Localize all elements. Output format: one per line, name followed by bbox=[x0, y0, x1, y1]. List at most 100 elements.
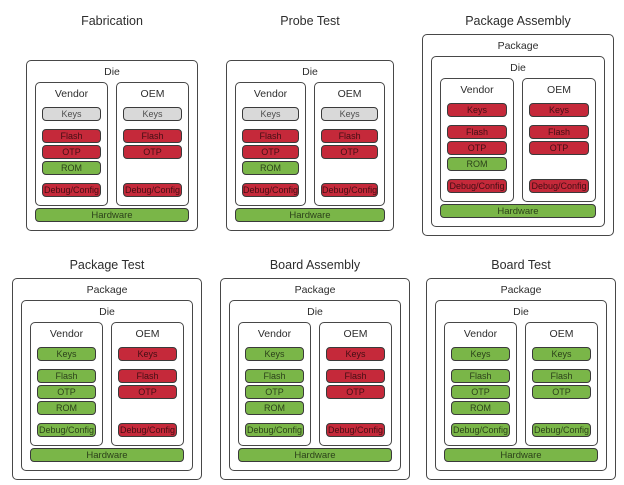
oem-label: OEM bbox=[337, 88, 362, 100]
block-keys: Keys bbox=[37, 347, 96, 361]
die-label: Die bbox=[302, 66, 318, 78]
block-flash: Flash bbox=[447, 125, 507, 139]
block-flash: Flash bbox=[118, 369, 177, 383]
memory-group: Flash OTP ROM bbox=[447, 125, 507, 171]
vendor-label: Vendor bbox=[463, 328, 498, 340]
oem-label: OEM bbox=[343, 328, 368, 340]
oem-column: OEM Keys Flash OTP Debug/Config bbox=[116, 82, 189, 206]
oem-column: OEM Keys Flash OTP Debug/Config bbox=[525, 322, 598, 446]
columns-row: Vendor Keys Flash OTP ROM Debug/Config O… bbox=[238, 322, 392, 446]
oem-label: OEM bbox=[549, 328, 574, 340]
diagram-package-test: Package Test Package Die Vendor Keys Fla… bbox=[12, 258, 202, 480]
block-debug-config: Debug/Config bbox=[532, 423, 591, 437]
block-otp: OTP bbox=[37, 385, 96, 399]
columns-row: Vendor Keys Flash OTP ROM Debug/Config O… bbox=[235, 82, 386, 206]
spacer bbox=[26, 29, 198, 60]
block-debug-config: Debug/Config bbox=[326, 423, 385, 437]
block-otp: OTP bbox=[321, 145, 379, 159]
columns-row: Vendor Keys Flash OTP ROM Debug/Config O… bbox=[444, 322, 598, 446]
die-label: Die bbox=[307, 306, 323, 318]
block-debug-config: Debug/Config bbox=[447, 179, 507, 193]
vendor-column: Vendor Keys Flash OTP ROM Debug/Config bbox=[440, 78, 514, 202]
vendor-column: Vendor Keys Flash OTP ROM Debug/Config bbox=[235, 82, 307, 206]
block-debug-config: Debug/Config bbox=[37, 423, 96, 437]
diagram-board-assembly: Board Assembly Package Die Vendor Keys F… bbox=[220, 258, 410, 480]
diagram-package-assembly: Package Assembly Package Die Vendor Keys… bbox=[422, 14, 614, 236]
block-keys: Keys bbox=[529, 103, 589, 117]
memory-group: Flash OTP ROM bbox=[37, 369, 96, 415]
block-flash: Flash bbox=[529, 125, 589, 139]
die-box: Die Vendor Keys Flash OTP ROM Debug/Conf… bbox=[226, 60, 394, 231]
block-debug-config: Debug/Config bbox=[321, 183, 379, 197]
diagram-title: Board Test bbox=[491, 258, 551, 272]
memory-group: Flash OTP bbox=[326, 369, 385, 415]
package-box: Package Die Vendor Keys Flash OTP ROM De… bbox=[422, 34, 614, 236]
block-flash: Flash bbox=[451, 369, 510, 383]
block-rom: ROM bbox=[37, 401, 96, 415]
block-flash: Flash bbox=[37, 369, 96, 383]
diagram-probe-test: Probe Test Die Vendor Keys Flash OTP ROM… bbox=[226, 14, 394, 231]
block-debug-config: Debug/Config bbox=[245, 423, 304, 437]
die-box: Die Vendor Keys Flash OTP ROM Debug/Conf… bbox=[21, 300, 193, 471]
block-debug-config: Debug/Config bbox=[529, 179, 589, 193]
diagram-title: Fabrication bbox=[81, 14, 143, 28]
block-otp: OTP bbox=[42, 145, 101, 159]
columns-row: Vendor Keys Flash OTP ROM Debug/Config O… bbox=[440, 78, 596, 202]
die-label: Die bbox=[104, 66, 120, 78]
block-otp: OTP bbox=[529, 141, 589, 155]
block-debug-config: Debug/Config bbox=[123, 183, 182, 197]
diagram-board-test: Board Test Package Die Vendor Keys Flash… bbox=[426, 258, 616, 480]
hardware-bar: Hardware bbox=[235, 208, 385, 222]
block-keys: Keys bbox=[118, 347, 177, 361]
memory-group: Flash OTP bbox=[532, 369, 591, 415]
block-keys: Keys bbox=[245, 347, 304, 361]
package-box: Package Die Vendor Keys Flash OTP ROM De… bbox=[426, 278, 616, 480]
memory-group: Flash OTP ROM bbox=[242, 129, 300, 175]
diagram-title: Package Test bbox=[69, 258, 145, 272]
block-debug-config: Debug/Config bbox=[451, 423, 510, 437]
hardware-bar: Hardware bbox=[30, 448, 184, 462]
memory-group: Flash OTP bbox=[118, 369, 177, 415]
columns-row: Vendor Keys Flash OTP ROM Debug/Config O… bbox=[35, 82, 189, 206]
die-box: Die Vendor Keys Flash OTP ROM Debug/Conf… bbox=[229, 300, 401, 471]
block-keys: Keys bbox=[42, 107, 101, 121]
block-rom: ROM bbox=[451, 401, 510, 415]
memory-group: Flash OTP bbox=[321, 129, 379, 175]
block-rom: ROM bbox=[42, 161, 101, 175]
block-keys: Keys bbox=[447, 103, 507, 117]
vendor-column: Vendor Keys Flash OTP ROM Debug/Config bbox=[238, 322, 311, 446]
diagram-title: Package Assembly bbox=[465, 14, 571, 28]
block-flash: Flash bbox=[326, 369, 385, 383]
vendor-column: Vendor Keys Flash OTP ROM Debug/Config bbox=[30, 322, 103, 446]
oem-label: OEM bbox=[140, 88, 165, 100]
package-label: Package bbox=[500, 284, 542, 296]
block-otp: OTP bbox=[245, 385, 304, 399]
block-flash: Flash bbox=[532, 369, 591, 383]
oem-label: OEM bbox=[547, 84, 571, 96]
die-box: Die Vendor Keys Flash OTP ROM Debug/Conf… bbox=[26, 60, 198, 231]
block-keys: Keys bbox=[451, 347, 510, 361]
package-box: Package Die Vendor Keys Flash OTP ROM De… bbox=[12, 278, 202, 480]
hardware-bar: Hardware bbox=[238, 448, 392, 462]
hardware-bar: Hardware bbox=[444, 448, 598, 462]
memory-group: Flash OTP ROM bbox=[245, 369, 304, 415]
package-box: Package Die Vendor Keys Flash OTP ROM De… bbox=[220, 278, 410, 480]
block-flash: Flash bbox=[242, 129, 300, 143]
block-flash: Flash bbox=[123, 129, 182, 143]
block-debug-config: Debug/Config bbox=[118, 423, 177, 437]
block-rom: ROM bbox=[447, 157, 507, 171]
block-keys: Keys bbox=[532, 347, 591, 361]
block-otp: OTP bbox=[451, 385, 510, 399]
vendor-label: Vendor bbox=[257, 328, 292, 340]
block-otp: OTP bbox=[532, 385, 591, 399]
columns-row: Vendor Keys Flash OTP ROM Debug/Config O… bbox=[30, 322, 184, 446]
block-debug-config: Debug/Config bbox=[42, 183, 101, 197]
vendor-label: Vendor bbox=[54, 88, 89, 100]
diagram-fabrication: Fabrication Die Vendor Keys Flash OTP RO… bbox=[26, 14, 198, 231]
block-keys: Keys bbox=[321, 107, 379, 121]
oem-column: OEM Keys Flash OTP Debug/Config bbox=[111, 322, 184, 446]
block-keys: Keys bbox=[242, 107, 300, 121]
block-flash: Flash bbox=[321, 129, 379, 143]
package-label: Package bbox=[497, 40, 539, 52]
